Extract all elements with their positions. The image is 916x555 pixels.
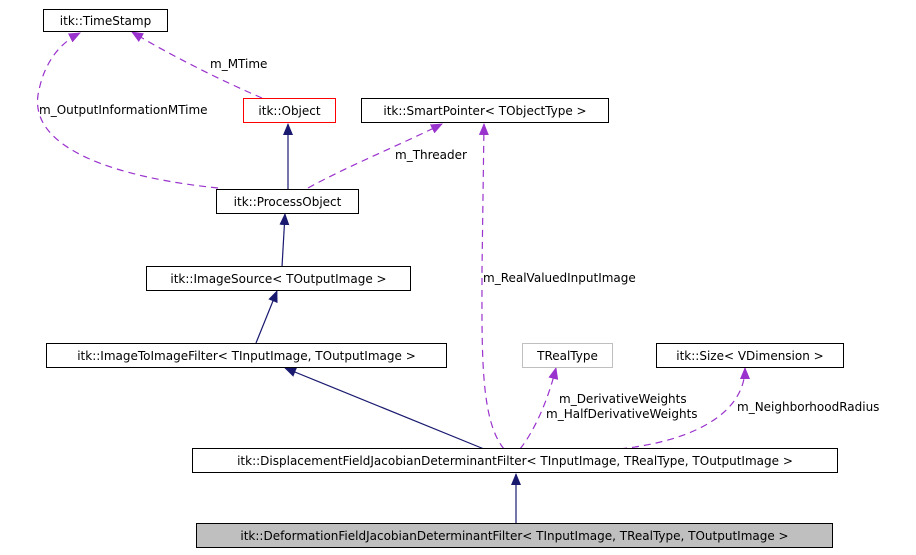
edge-displacement-to-smartpointer xyxy=(478,123,505,450)
edge-displacement-to-trealtype xyxy=(519,367,559,450)
edge-displacement-to-size xyxy=(619,367,750,450)
edge-displacement-to-imagetoimage xyxy=(284,367,485,450)
edge-imagetoimage-to-imagesource xyxy=(255,290,278,344)
node-trealtype-label: TRealType xyxy=(537,348,598,363)
node-object[interactable]: itk::Object xyxy=(243,98,336,123)
node-processobject[interactable]: itk::ProcessObject xyxy=(216,189,359,214)
node-trealtype[interactable]: TRealType xyxy=(522,343,613,368)
node-imagesource[interactable]: itk::ImageSource< TOutputImage > xyxy=(146,266,411,291)
edge-imagesource-to-processobject xyxy=(279,213,290,268)
node-displacement-label: itk::DisplacementFieldJacobianDeterminan… xyxy=(237,453,793,468)
node-deformation[interactable]: itk::DeformationFieldJacobianDeterminant… xyxy=(196,523,833,548)
node-processobject-label: itk::ProcessObject xyxy=(233,194,342,209)
label-m-mtime: m_MTime xyxy=(210,57,268,71)
edge-object-to-timestamp xyxy=(131,31,263,99)
node-timestamp[interactable]: itk::TimeStamp xyxy=(43,9,168,32)
node-object-label: itk::Object xyxy=(258,103,321,118)
node-timestamp-label: itk::TimeStamp xyxy=(59,13,152,28)
usage-edges xyxy=(37,31,750,450)
label-m-real-valued-input-image: m_RealValuedInputImage xyxy=(483,271,636,285)
node-imagesource-label: itk::ImageSource< TOutputImage > xyxy=(170,271,387,286)
node-displacement[interactable]: itk::DisplacementFieldJacobianDeterminan… xyxy=(192,448,838,473)
label-m-threader: m_Threader xyxy=(395,148,467,162)
label-m-half-derivative-weights: m_HalfDerivativeWeights xyxy=(546,407,698,421)
label-m-derivative-weights: m_DerivativeWeights xyxy=(559,392,687,406)
node-deformation-label: itk::DeformationFieldJacobianDeterminant… xyxy=(240,528,789,543)
label-m-neighborhood-radius: m_NeighborhoodRadius xyxy=(737,400,880,414)
inheritance-edges xyxy=(255,123,521,523)
label-m-output-information-mtime: m_OutputInformationMTime xyxy=(39,103,208,117)
node-imagetoimage-label: itk::ImageToImageFilter< TInputImage, TO… xyxy=(77,348,416,363)
edge-processobject-to-smartpointer xyxy=(307,123,443,189)
node-smartpointer[interactable]: itk::SmartPointer< TObjectType > xyxy=(361,98,609,123)
node-size-label: itk::Size< VDimension > xyxy=(676,348,824,363)
node-size[interactable]: itk::Size< VDimension > xyxy=(656,343,844,368)
node-imagetoimage[interactable]: itk::ImageToImageFilter< TInputImage, TO… xyxy=(46,343,447,368)
node-smartpointer-label: itk::SmartPointer< TObjectType > xyxy=(383,103,587,118)
